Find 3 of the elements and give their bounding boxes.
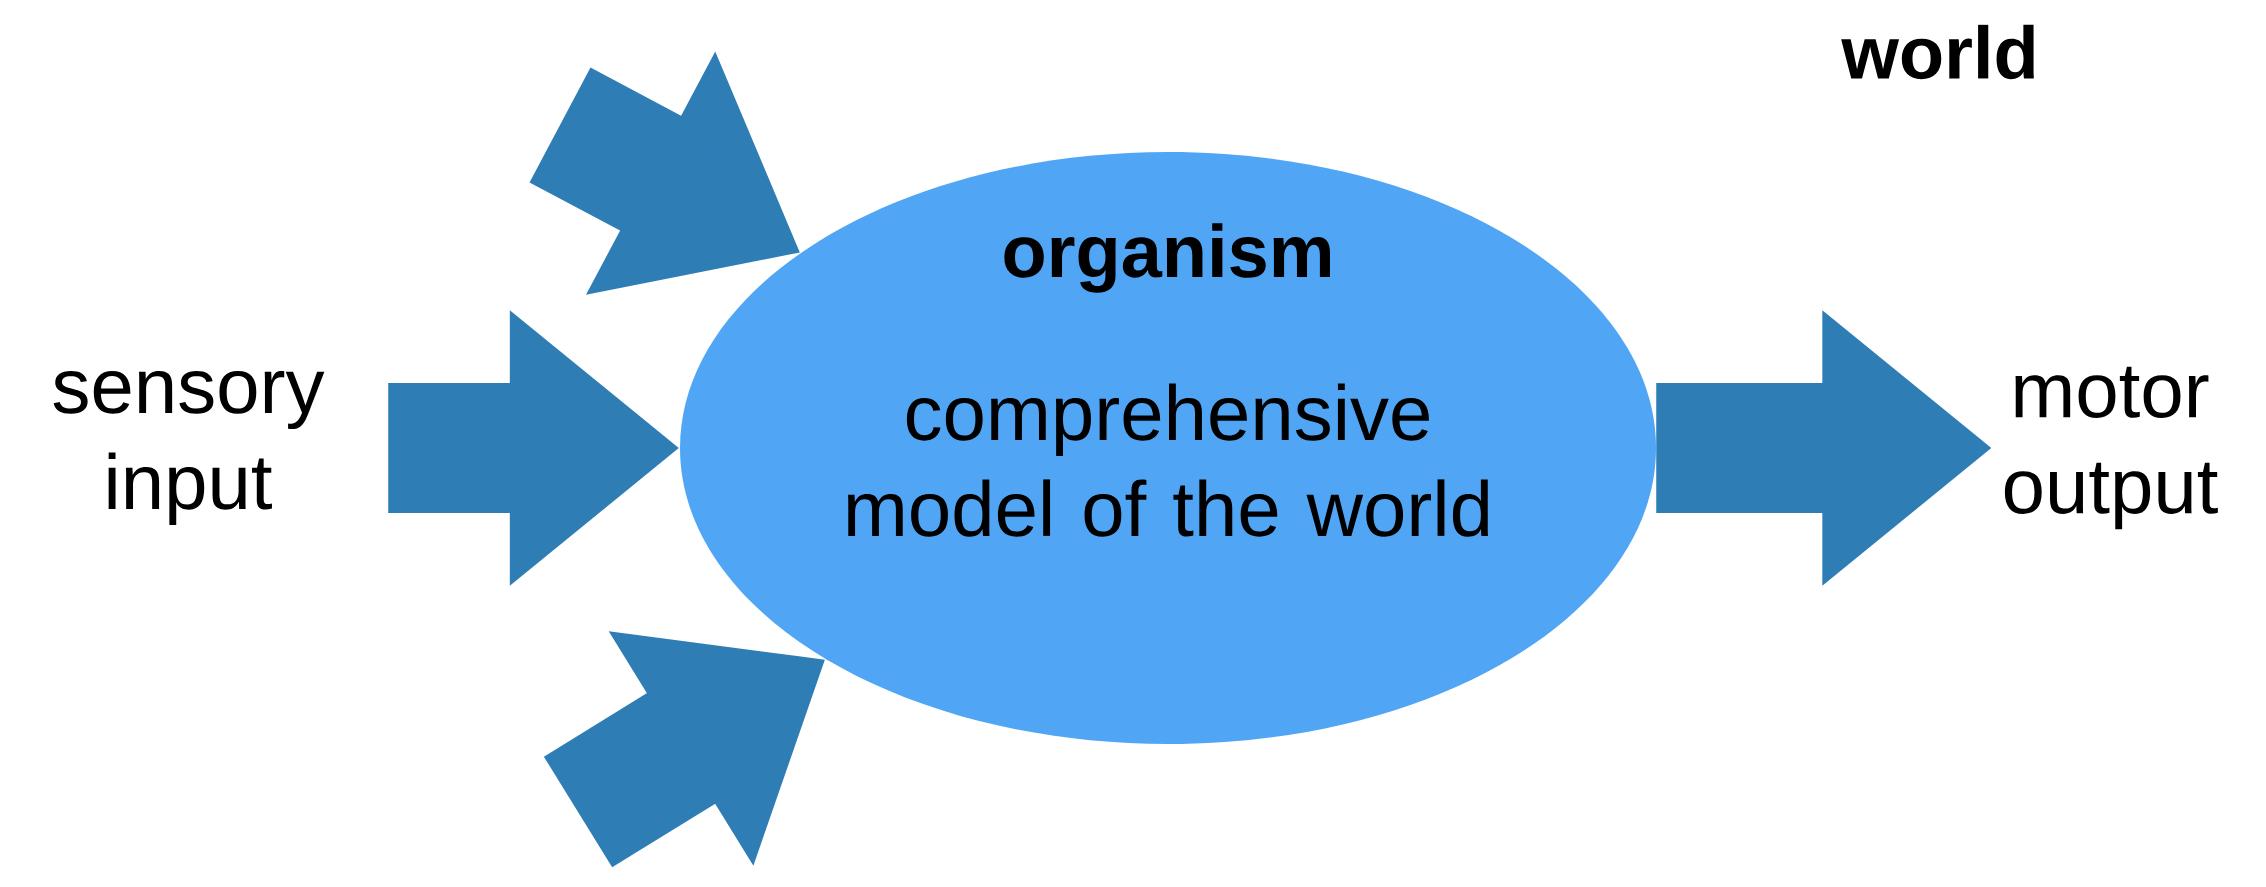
heading-text: world — [1841, 24, 2034, 80]
text-label: sensory input — [53, 370, 325, 526]
text-label: motor output — [2004, 366, 2218, 530]
